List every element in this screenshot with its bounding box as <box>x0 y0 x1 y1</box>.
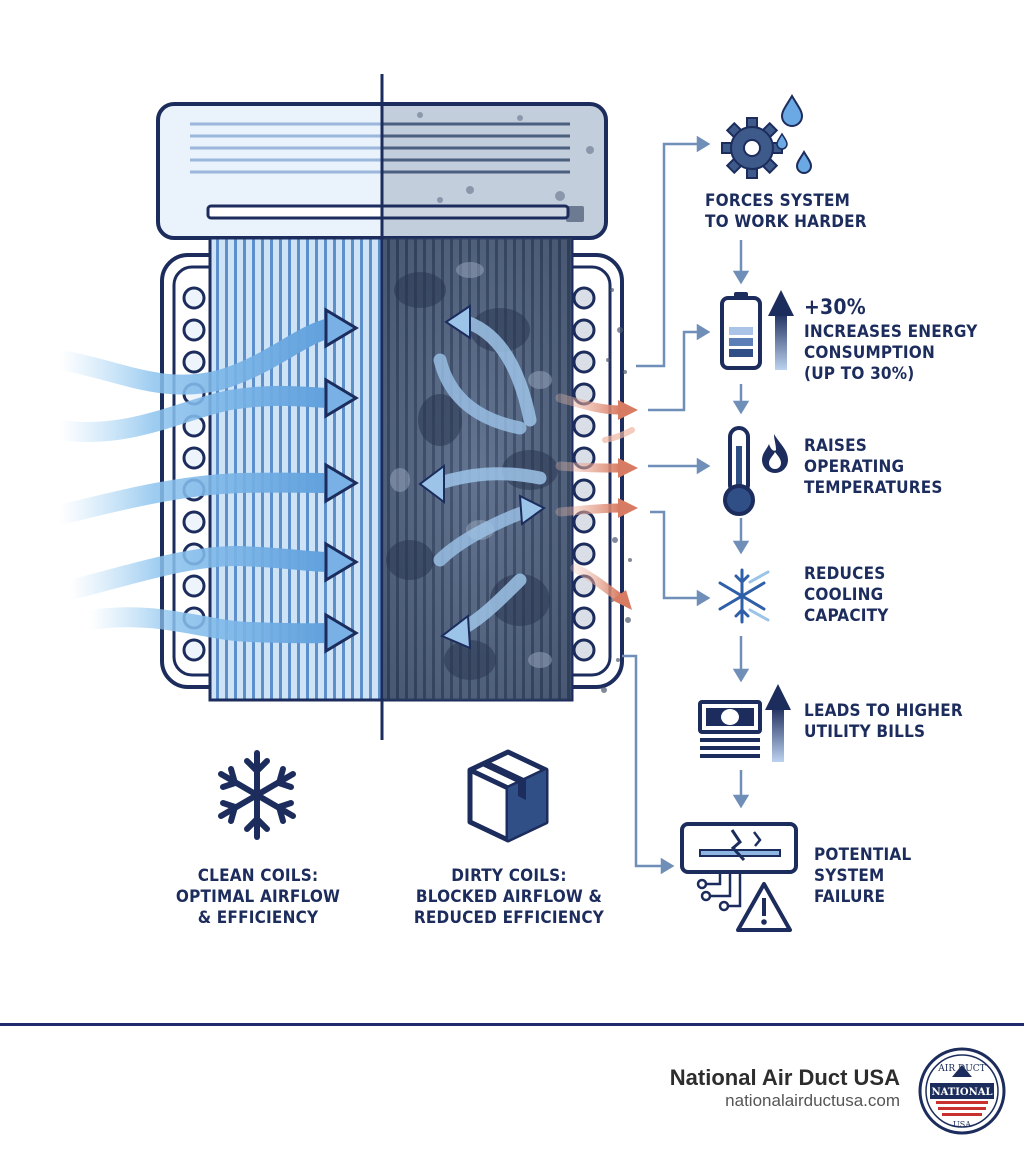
brand-name: National Air Duct USA <box>669 1065 900 1090</box>
effect-utility-bills: LEADS TO HIGHER UTILITY BILLS <box>804 701 963 742</box>
brand-url[interactable]: nationalairductusa.com <box>725 1091 900 1110</box>
money-arrow-icon <box>698 684 791 762</box>
effect-forces-harder: FORCES SYSTEM TO WORK HARDER <box>705 191 867 232</box>
logo-text-mid: NATIONAL <box>931 1087 992 1098</box>
effect-cooling-capacity: REDUCES COOLING CAPACITY <box>804 564 889 626</box>
clean-snowflake-icon <box>218 750 296 840</box>
connector-lines <box>622 135 750 875</box>
gear-water-icon <box>721 94 813 179</box>
dirty-coils-caption: DIRTY COILS: BLOCKED AIRFLOW & REDUCED E… <box>413 866 605 928</box>
effect-operating-temperatures: RAISES OPERATING TEMPERATURES <box>804 436 943 498</box>
energy-up-arrow-icon <box>768 290 794 370</box>
box-icon <box>467 749 549 843</box>
effect-system-failure: POTENTIAL SYSTEM FAILURE <box>814 845 912 907</box>
national-air-duct-logo <box>918 1047 1006 1135</box>
warm-exhaust-arrows <box>555 393 638 610</box>
battery-icon <box>720 292 762 370</box>
thermometer-flame-icon <box>723 426 788 516</box>
logo-text-bottom: USA <box>953 1120 971 1129</box>
snowflake-icon <box>718 568 770 624</box>
footer-divider <box>0 1023 1024 1026</box>
logo-text-top: AIR DUCT <box>937 1064 985 1074</box>
clean-airflow-arrows <box>50 307 359 654</box>
blocked-airflow-arrows <box>418 304 547 650</box>
energy-increase-percent: +30% <box>804 295 866 319</box>
effect-energy-consumption: INCREASES ENERGY CONSUMPTION (UP TO 30%) <box>804 322 978 384</box>
logo-lettering: AIR DUCT NATIONAL USA <box>931 1064 992 1129</box>
broken-ac-warning-icon <box>680 822 798 932</box>
dust-particles <box>601 288 632 693</box>
clean-coils-caption: CLEAN COILS: OPTIMAL AIRFLOW & EFFICIENC… <box>175 866 341 928</box>
